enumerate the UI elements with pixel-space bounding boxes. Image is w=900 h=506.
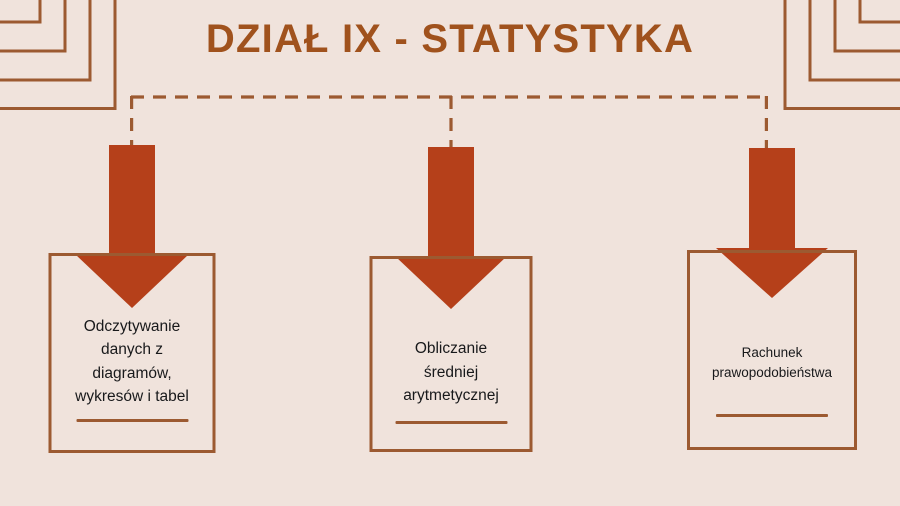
concept-card-3[interactable]: Rachunek prawopodobieństwa bbox=[687, 250, 857, 450]
card-text: Odczytywanie danych z diagramów, wykresó… bbox=[75, 317, 189, 406]
arrow-down-icon bbox=[76, 145, 188, 308]
card-text: Rachunek prawopodobieństwa bbox=[711, 344, 833, 381]
card-underline-rule bbox=[76, 419, 188, 422]
concept-card-1[interactable]: Odczytywanie danych z diagramów, wykresó… bbox=[48, 253, 216, 453]
column-2: Obliczanie średniej arytmetycznej bbox=[331, 0, 571, 506]
column-1: Odczytywanie danych z diagramów, wykresó… bbox=[12, 0, 252, 506]
card-underline-rule bbox=[716, 414, 828, 417]
card-underline-rule bbox=[395, 421, 507, 424]
column-3: Rachunek prawopodobieństwa bbox=[652, 0, 892, 506]
concept-card-2[interactable]: Obliczanie średniej arytmetycznej bbox=[369, 256, 533, 452]
page-title: DZIAŁ IX - STATYSTYKA bbox=[205, 17, 695, 61]
arrow-down-icon bbox=[396, 147, 506, 309]
card-text: Obliczanie średniej arytmetycznej bbox=[403, 340, 499, 405]
arrow-down-icon bbox=[716, 148, 828, 298]
